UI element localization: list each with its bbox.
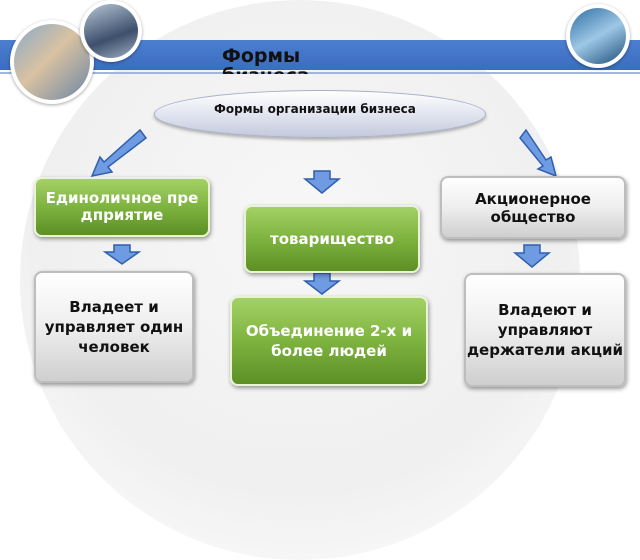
node-partnership: товарищество — [244, 205, 420, 273]
arrow-to-partnership-description — [302, 272, 342, 295]
arrow-to-joint-stock-description — [512, 244, 552, 268]
node-joint-stock-company-label: Акционерное общество — [475, 189, 591, 226]
arrow-to-joint-stock — [519, 128, 558, 178]
node-partnership-description-label: Объединение 2-х и более людей — [245, 322, 413, 360]
arrow-to-sole-proprietorship — [90, 128, 148, 178]
node-joint-stock-company: Акционерное общество — [440, 176, 626, 239]
business-globe-photo — [566, 4, 630, 68]
node-sole-proprietorship-description: Владеет и управляет один человек — [34, 271, 194, 383]
node-sole-proprietorship: Единоличное предприятие — [34, 177, 210, 237]
slide-title: Формы бизнеса — [222, 46, 310, 74]
root-node — [154, 90, 486, 138]
header-band-line — [0, 72, 640, 74]
businessman-photo — [80, 0, 142, 62]
node-partnership-description: Объединение 2-х и более людей — [230, 296, 428, 386]
node-joint-stock-description: Владеют и управляют держатели акций — [464, 273, 626, 387]
node-partnership-label: товарищество — [270, 230, 394, 248]
node-sole-proprietorship-description-label: Владеет и управляет один человек — [44, 298, 184, 356]
node-joint-stock-description-label: Владеют и управляют держатели акций — [466, 301, 624, 359]
arrow-to-partnership — [302, 170, 342, 194]
arrow-to-sole-description — [102, 244, 142, 265]
node-sole-proprietorship-label: Единоличное предприятие — [45, 189, 199, 224]
root-node-label: Формы организации бизнеса — [214, 102, 416, 116]
connector-arrows — [90, 128, 558, 295]
